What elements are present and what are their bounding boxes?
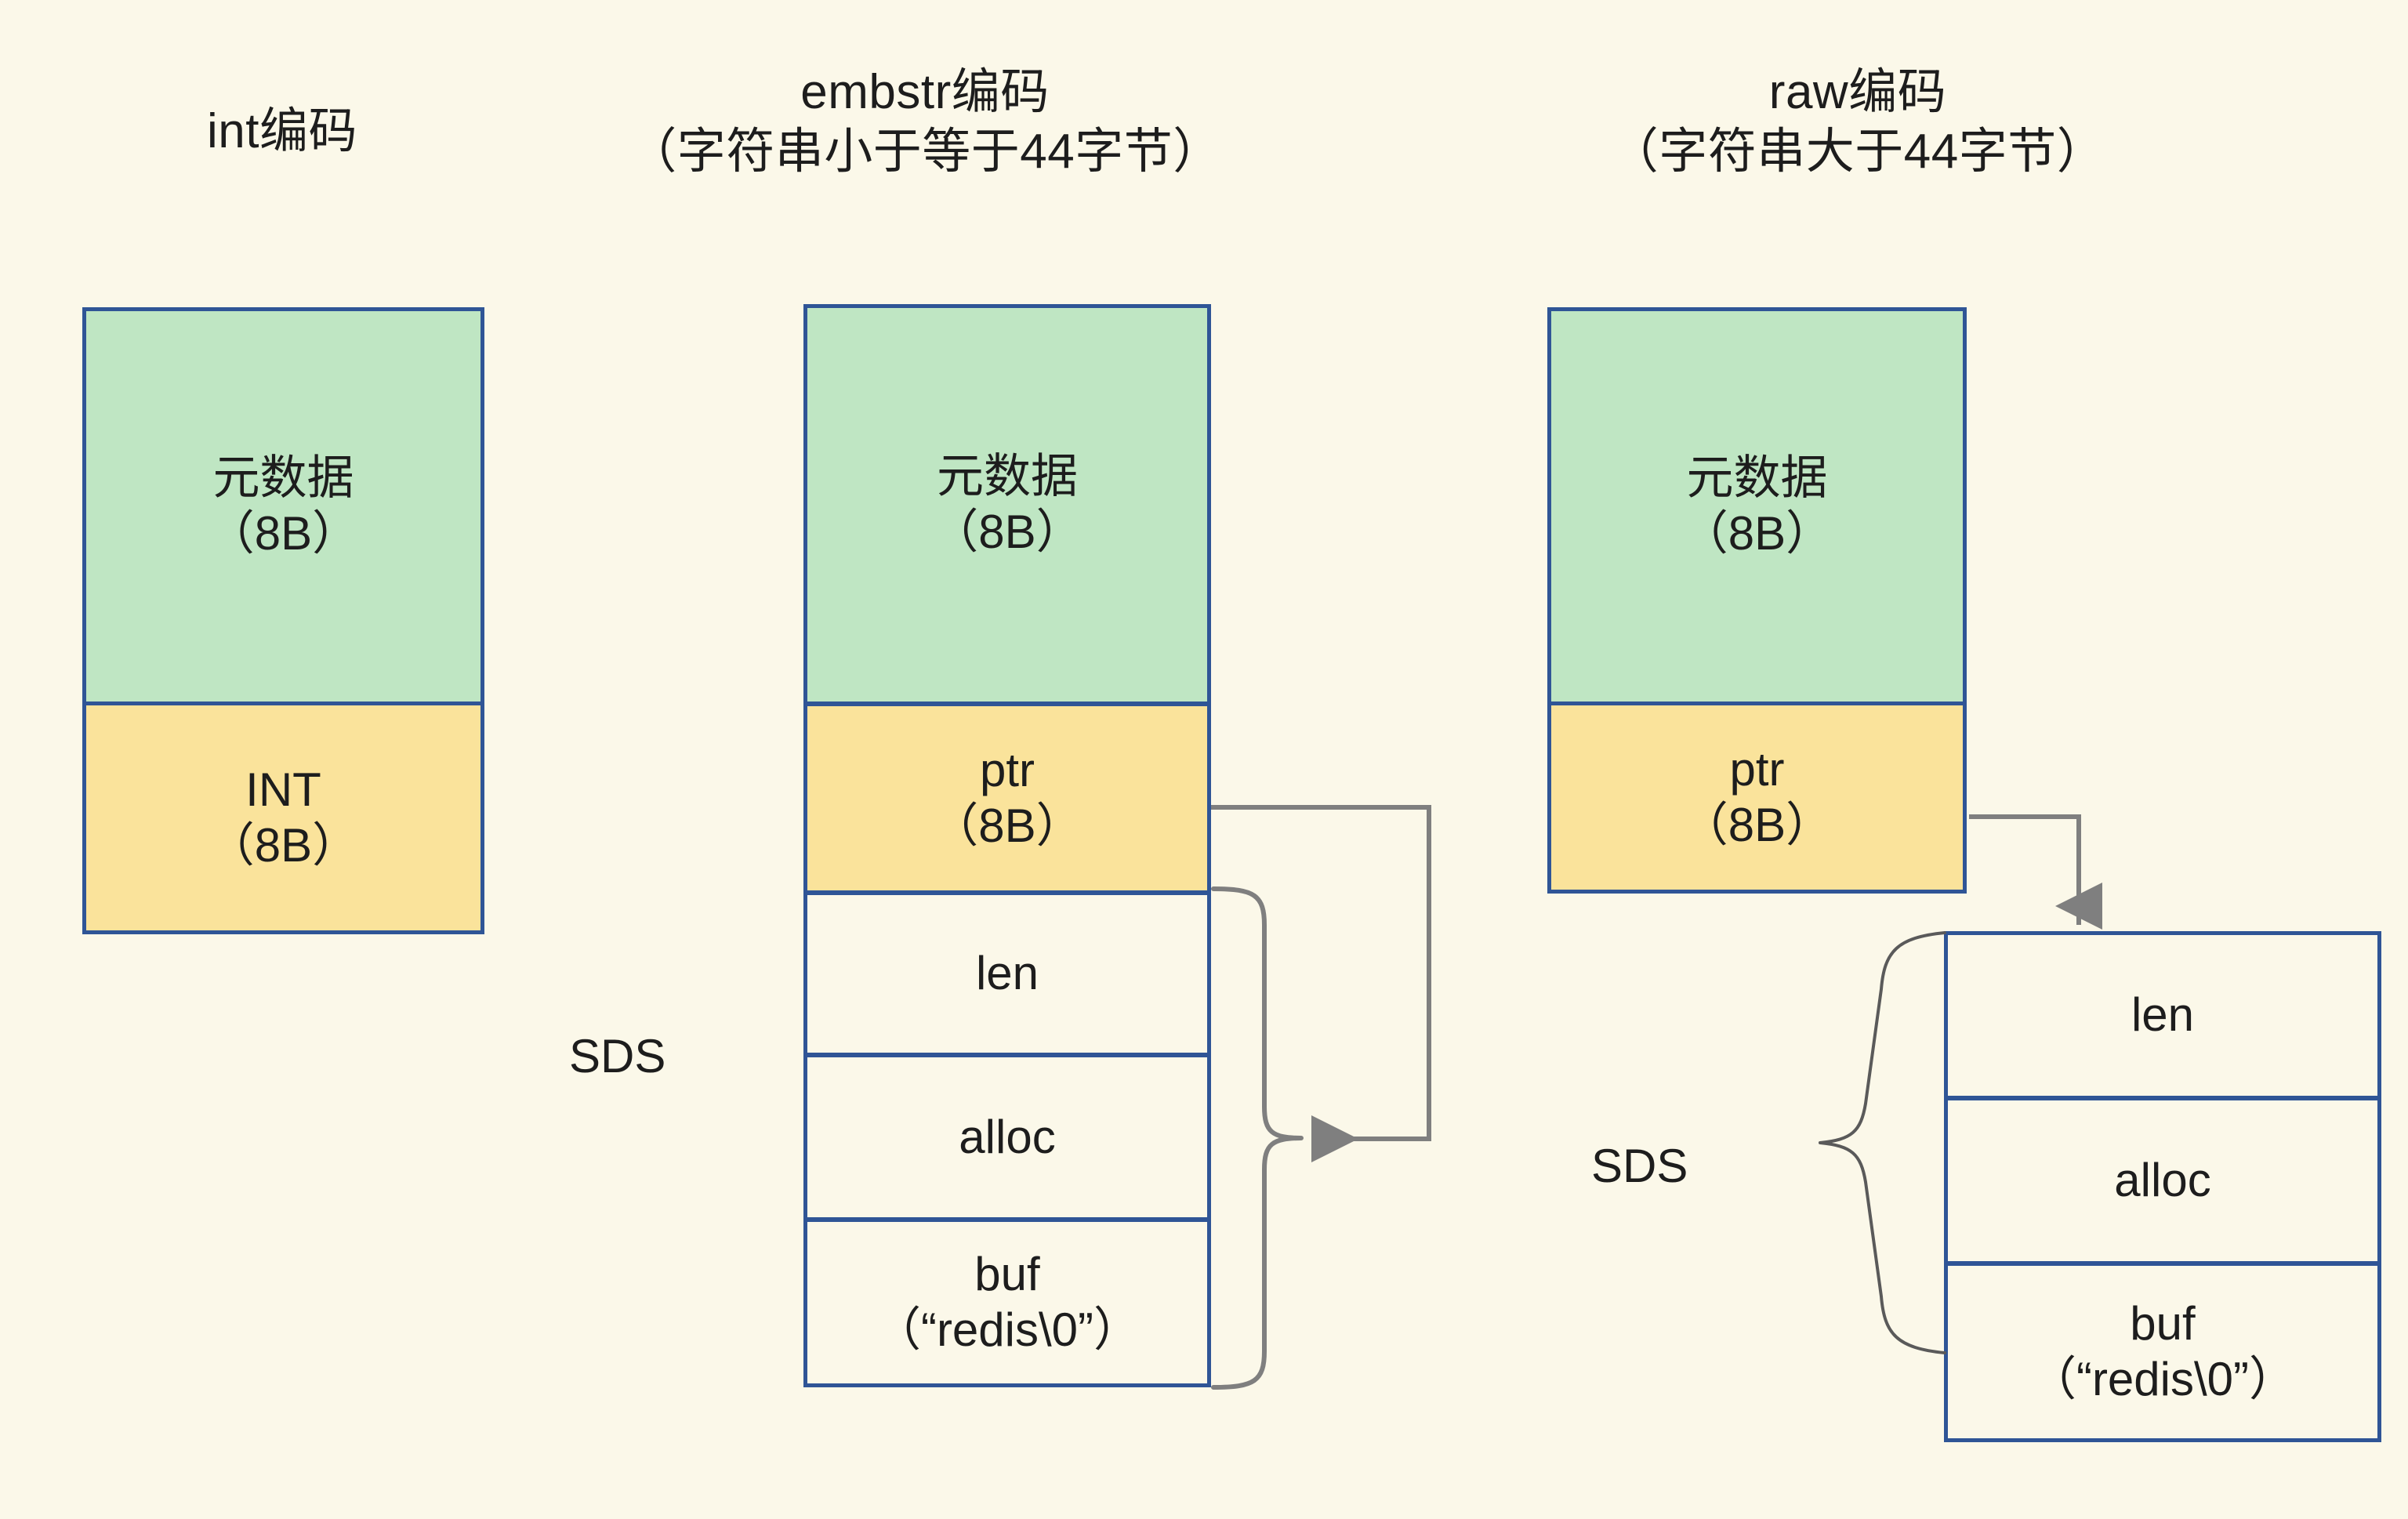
raw-metadata-block: 元数据 （8B） [1547, 307, 1967, 705]
int-metadata-block: 元数据 （8B） [82, 307, 484, 705]
raw-sds-label: SDS [1591, 1140, 1688, 1192]
embstr-ptr-block: ptr （8B） [803, 702, 1211, 894]
embstr-sds-brace [1211, 886, 1304, 1390]
raw-len-block: len [1944, 931, 2381, 1100]
int-value-block: INT （8B） [82, 701, 484, 934]
heading-embstr-encoding: embstr编码 （字符串小于等于44字节） [628, 65, 1222, 179]
embstr-metadata-block: 元数据 （8B） [803, 304, 1211, 705]
raw-alloc-block: alloc [1944, 1097, 2381, 1265]
raw-sds-brace [1819, 931, 1946, 1354]
embstr-len-block: len [803, 891, 1211, 1057]
embstr-buf-block: buf （“redis\0”） [803, 1218, 1211, 1387]
raw-buf-block: buf （“redis\0”） [1944, 1262, 2381, 1442]
raw-ptr-to-sds-connector [1969, 814, 2102, 930]
embstr-sds-label: SDS [569, 1030, 666, 1082]
raw-ptr-block: ptr （8B） [1547, 701, 1967, 894]
heading-int-encoding: int编码 [207, 104, 357, 158]
heading-raw-encoding: raw编码 （字符串大于44字节） [1609, 65, 2106, 179]
embstr-ptr-to-sds-connector [1211, 805, 1431, 1162]
embstr-alloc-block: alloc [803, 1053, 1211, 1221]
